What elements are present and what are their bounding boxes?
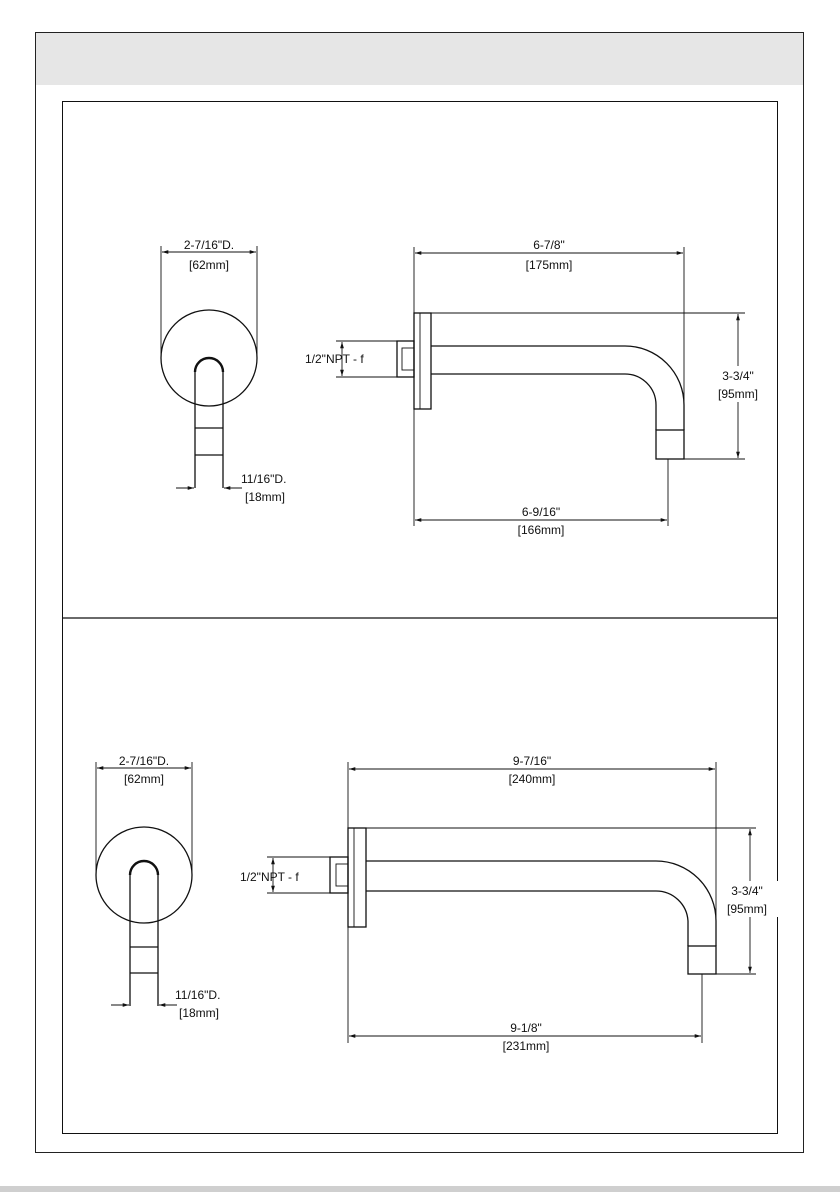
pipe-top (130, 861, 158, 875)
spout-lower (431, 374, 656, 430)
overall-length-label: 9-7/16" (513, 754, 551, 768)
spout-outlet (656, 430, 684, 459)
flange-diameter-label: 2-7/16"D. (184, 238, 234, 252)
bottom-drawing: 2-7/16"D. [62mm] 11/16"D. [18mm] 1/2"NPT… (96, 754, 778, 1053)
top-drawing: 2-7/16"D. [62mm] 11/16"D. [18mm] 1/2"NPT… (161, 238, 766, 537)
outlet-reach-label: 9-1/8" (510, 1021, 542, 1035)
pipe-diameter-label: 11/16"D. (175, 988, 220, 1002)
thread-label: 1/2"NPT - f (240, 870, 299, 884)
height-mm-label: [95mm] (718, 387, 758, 401)
flange-diameter-mm-label: [62mm] (189, 258, 229, 272)
height-mm-label: [95mm] (727, 902, 767, 916)
spout-upper (431, 346, 684, 430)
spout-upper (366, 861, 716, 946)
height-label: 3-3/4" (722, 369, 754, 383)
overall-length-mm-label: [175mm] (526, 258, 573, 272)
bottom-side-view: 1/2"NPT - f 9-7/16" [240mm] 3-3/4" [95mm… (240, 754, 778, 1053)
outlet-reach-mm-label: [166mm] (518, 523, 565, 537)
pipe-body (195, 372, 223, 488)
flange-diameter-label: 2-7/16"D. (119, 754, 169, 768)
pipe-top (195, 358, 223, 372)
pipe-diameter-mm-label: [18mm] (179, 1006, 219, 1020)
pipe-body (130, 875, 158, 1006)
outlet-reach-mm-label: [231mm] (503, 1039, 550, 1053)
flange-circle (96, 827, 192, 923)
overall-length-mm-label: [240mm] (509, 772, 556, 786)
top-side-view: 1/2"NPT - f 6-7/8" [175mm] 3-3/4" [95mm]… (305, 238, 766, 537)
pipe-band (130, 947, 158, 973)
height-label: 3-3/4" (731, 884, 763, 898)
flange-diameter-mm-label: [62mm] (124, 772, 164, 786)
thread-label: 1/2"NPT - f (305, 352, 364, 366)
spout-outlet (688, 946, 716, 974)
connector-inner (336, 864, 348, 886)
overall-length-label: 6-7/8" (533, 238, 565, 252)
spout-lower (366, 891, 688, 946)
top-front-view: 2-7/16"D. [62mm] 11/16"D. [18mm] (161, 238, 286, 504)
threaded-connector (397, 341, 414, 377)
pipe-diameter-label: 11/16"D. (241, 472, 286, 486)
pipe-band (195, 428, 223, 455)
threaded-connector (330, 857, 348, 893)
outlet-reach-label: 6-9/16" (522, 505, 560, 519)
flange-plate (414, 313, 431, 409)
connector-inner (402, 348, 414, 370)
pipe-diameter-mm-label: [18mm] (245, 490, 285, 504)
bottom-front-view: 2-7/16"D. [62mm] 11/16"D. [18mm] (96, 754, 220, 1020)
flange-plate (348, 828, 366, 927)
